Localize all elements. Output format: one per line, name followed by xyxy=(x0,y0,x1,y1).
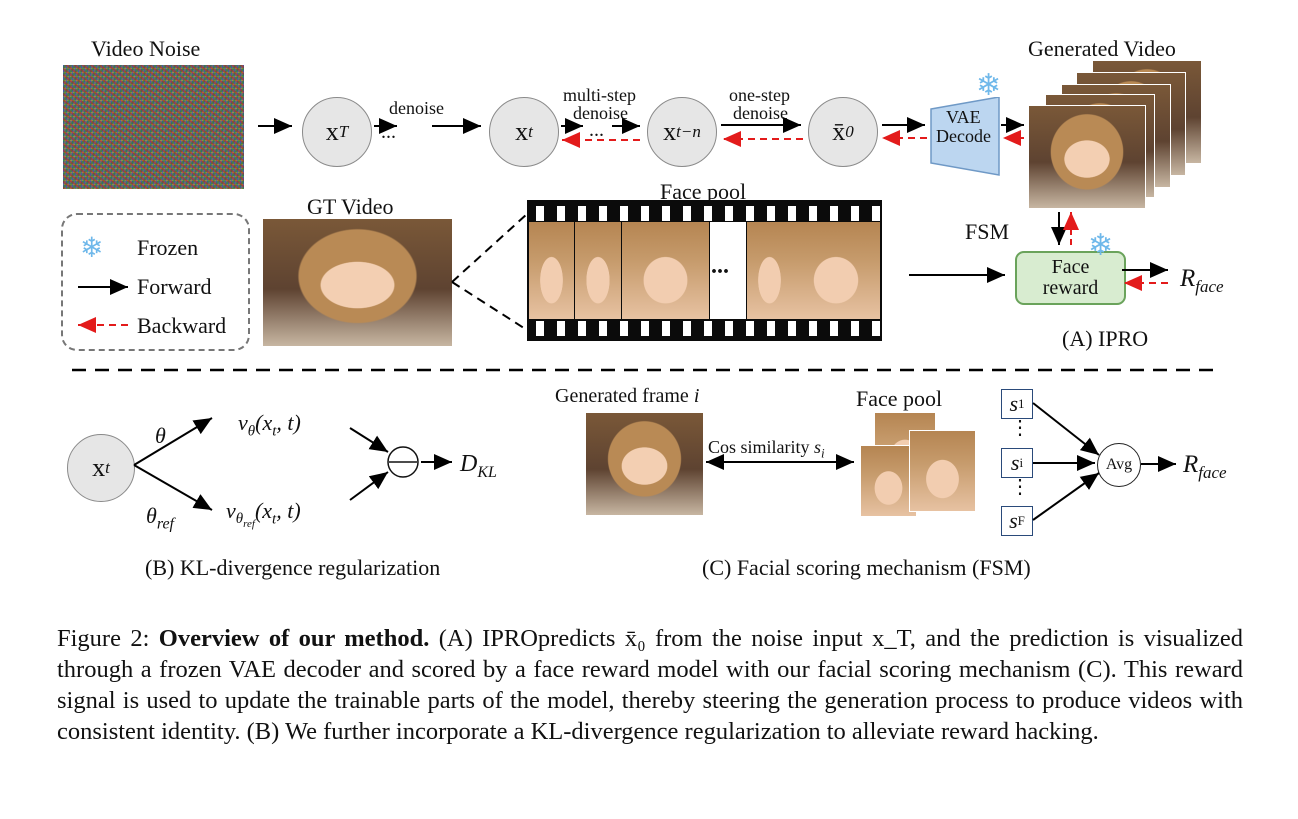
legend-backward-label: Backward xyxy=(137,313,227,338)
one-step-label-2: denoise xyxy=(733,103,788,123)
r-face-c: Rface xyxy=(1183,451,1227,482)
legend-frozen-icon: ❄ xyxy=(80,233,104,264)
kl-title: (B) KL-divergence regularization xyxy=(145,555,441,580)
multi-step-label-1: multi-step xyxy=(563,85,636,105)
ipro-label: (A) IPRO xyxy=(1062,326,1149,351)
face-reward-label-2: reward xyxy=(1042,277,1099,299)
face-reward-model: Face reward xyxy=(1015,251,1126,305)
figure-caption: Figure 2: Overview of our method. (A) IP… xyxy=(57,625,1244,745)
kl-arrow-vtheta-to-minus xyxy=(349,427,389,453)
generated-video-label: Generated Video xyxy=(1028,36,1176,61)
snowflake-icon: ❄ xyxy=(976,69,1002,102)
vdots-2: ⋮ xyxy=(1010,476,1030,498)
face-pool-label: Face pool xyxy=(660,179,747,204)
fsm-label: FSM xyxy=(965,219,1010,244)
kl-v-ref: vθref(xt, t) xyxy=(226,498,301,531)
gt-video-label: GT Video xyxy=(307,194,394,219)
kl-dkl: DKL xyxy=(460,451,497,481)
vae-decoder xyxy=(930,97,1000,176)
face-pool-filmstrip xyxy=(527,200,882,341)
kl-arrow-theta xyxy=(133,417,213,466)
r-face-a: Rface xyxy=(1180,265,1224,296)
fsm-title: (C) Facial scoring mechanism (FSM) xyxy=(702,555,1031,580)
generated-frame-label: Generated frame i xyxy=(555,385,700,407)
fsm-face-pool-label: Face pool xyxy=(856,386,943,411)
kl-theta-ref: θref xyxy=(146,503,174,533)
video-noise-label: Video Noise xyxy=(91,36,201,61)
vdots-1: ⋮ xyxy=(1010,417,1030,439)
arrow-s1-to-avg xyxy=(1032,402,1100,456)
one-step-label-1: one-step xyxy=(729,85,790,105)
arrow-sF-to-avg xyxy=(1032,472,1100,521)
face-reward-snowflake-icon: ❄ xyxy=(1088,229,1114,262)
video-noise-image xyxy=(63,65,244,189)
kl-arrow-vref-to-minus xyxy=(349,471,389,501)
fsm-face-pool-image-3 xyxy=(909,430,976,512)
gt-video-frame xyxy=(263,219,452,346)
legend-box xyxy=(61,213,250,351)
fsm-face-pool-image-2 xyxy=(860,445,917,517)
dots-2: ... xyxy=(589,119,604,141)
zoom-line-top xyxy=(451,213,528,283)
zoom-line-bottom xyxy=(451,281,528,331)
vae-label-1: VAE xyxy=(946,107,981,127)
kl-theta: θ xyxy=(155,423,166,448)
cos-similarity-label: Cos similarity si xyxy=(708,437,825,461)
legend-frozen-label: Frozen xyxy=(137,235,199,260)
generated-frame-i-image xyxy=(586,413,703,515)
face-pool-dots: ... xyxy=(711,253,729,279)
vae-label-2: Decode xyxy=(936,126,991,146)
kl-arrow-theta-ref xyxy=(133,464,213,511)
generated-frame-front xyxy=(1028,105,1146,209)
face-reward-label-1: Face xyxy=(1051,256,1090,278)
denoise-label: denoise xyxy=(389,98,444,118)
node-x0: x̄0 xyxy=(808,97,878,167)
avg-operator: Avg xyxy=(1097,443,1141,487)
kl-minus-operator xyxy=(387,446,419,478)
legend-forward-label: Forward xyxy=(137,274,212,299)
kl-v-theta: vθ(xt, t) xyxy=(238,410,301,440)
multi-step-label-2: denoise xyxy=(573,103,628,123)
